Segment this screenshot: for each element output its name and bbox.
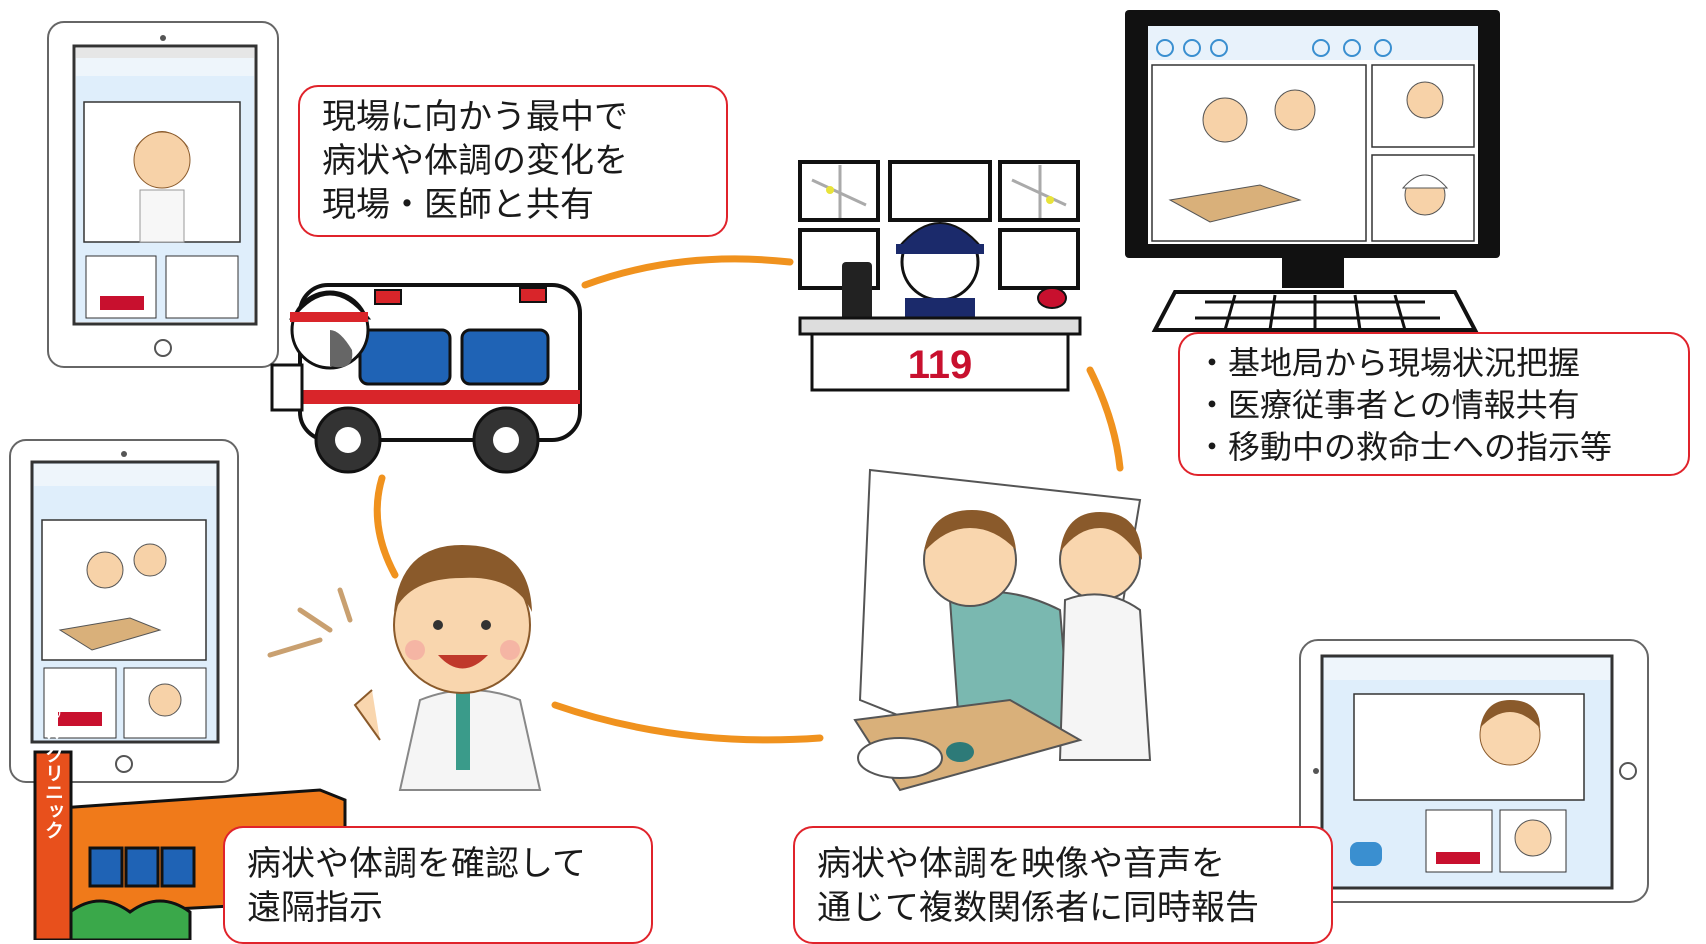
callout-doctor: 病状や体調を確認して 遠隔指示 — [223, 826, 653, 944]
tablet-icon — [47, 21, 279, 368]
callout-line: 遠隔指示 — [247, 888, 383, 928]
landscape-tablet-icon — [1299, 639, 1649, 903]
arrow-doctor-to-ambulance — [373, 474, 399, 579]
desktop-monitor-icon — [1125, 10, 1500, 332]
callout-line: 病状や体調を映像や音声を — [817, 844, 1225, 884]
callout-line: 現場に向かう最中で — [322, 97, 628, 137]
ambulance-icon — [270, 283, 582, 474]
patient-nurse-icon — [853, 468, 1152, 792]
callout-line: 通じて複数関係者に同時報告 — [817, 888, 1259, 928]
callout-line: 現場・医師と共有 — [322, 185, 594, 225]
arrow-dispatch-to-patient — [1086, 366, 1124, 472]
clinic-sign: ○×クリニック — [42, 701, 64, 840]
callout-base-station: ・基地局から現場状況把握 ・医療従事者との情報共有 ・移動中の救命士への指示等 — [1178, 332, 1690, 476]
dispatch-number: 119 — [908, 343, 973, 387]
arrow-ambulance-to-dispatch — [581, 255, 794, 289]
tablet-icon — [9, 439, 239, 783]
callout-line: 病状や体調を確認して — [247, 844, 586, 884]
doctor-icon — [267, 545, 542, 791]
callout-line: ・基地局から現場状況把握 — [1196, 344, 1581, 382]
arrow-patient-to-doctor — [551, 701, 824, 744]
callout-line: ・医療従事者との情報共有 — [1196, 386, 1580, 424]
callout-line: ・移動中の救命士への指示等 — [1196, 428, 1613, 466]
callout-patient: 病状や体調を映像や音声を 通じて複数関係者に同時報告 — [793, 826, 1333, 944]
cycle-arrows — [373, 255, 1124, 744]
dispatch-center-icon: 119 — [798, 160, 1082, 392]
callout-line: 病状や体調の変化を — [322, 141, 628, 181]
callout-ambulance: 現場に向かう最中で 病状や体調の変化を 現場・医師と共有 — [298, 85, 728, 237]
